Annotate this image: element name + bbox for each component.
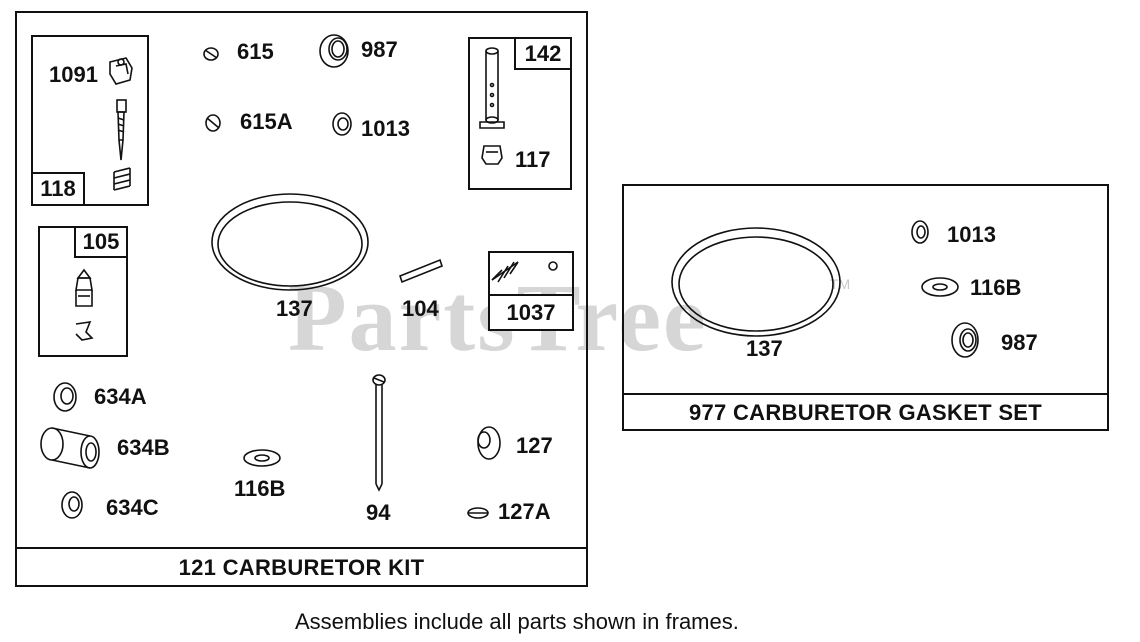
set-137-gasket-drawing (671, 227, 841, 337)
frame-142-number: 142 (514, 37, 572, 70)
part-116B-drawing (243, 449, 281, 467)
part-94-drawing (372, 374, 386, 492)
frame-105-number: 105 (74, 226, 128, 258)
label-1091: 1091 (49, 62, 98, 87)
set-116B-drawing (921, 277, 959, 297)
part-127-drawing (477, 426, 501, 460)
part-1013-drawing (332, 112, 352, 136)
frame-1037-number: 1037 (488, 294, 574, 331)
part-1037-drawing (491, 261, 558, 283)
set-label-987: 987 (1001, 330, 1038, 355)
gasket-set-title: 977 CARBURETOR GASKET SET (622, 393, 1109, 431)
part-105-drawing (75, 268, 94, 341)
part-634C-drawing (61, 491, 83, 519)
part-127A-drawing (467, 507, 489, 519)
part-634A-drawing (53, 382, 77, 412)
label-127A: 127A (498, 499, 551, 524)
part-needle-drawing (116, 99, 127, 161)
part-117-drawing (481, 145, 503, 165)
carburetor-kit-title: 121 CARBURETOR KIT (15, 547, 588, 587)
part-615A-drawing (205, 114, 221, 132)
set-label-137: 137 (746, 336, 783, 361)
part-987-drawing (319, 34, 349, 68)
footnote: Assemblies include all parts shown in fr… (295, 609, 739, 634)
part-137-gasket-drawing (211, 193, 369, 291)
part-634B-drawing (40, 427, 100, 469)
label-634A: 634A (94, 384, 147, 409)
set-label-1013: 1013 (947, 222, 996, 247)
part-1091-drawing (109, 57, 133, 85)
frame-118 (31, 35, 149, 206)
set-1013-drawing (911, 220, 929, 244)
set-label-116B: 116B (970, 275, 1022, 300)
label-116B: 116B (234, 476, 286, 501)
label-615A: 615A (240, 109, 293, 134)
label-104: 104 (402, 296, 439, 321)
gasket-set-frame (622, 184, 1109, 431)
label-634B: 634B (117, 435, 170, 460)
set-987-drawing (951, 322, 979, 358)
part-spring-118-drawing (113, 167, 131, 191)
label-127: 127 (516, 433, 553, 458)
label-94: 94 (366, 500, 391, 525)
label-987: 987 (361, 37, 398, 62)
label-117: 117 (515, 147, 551, 172)
label-615: 615 (237, 39, 274, 64)
label-137: 137 (276, 296, 313, 321)
part-142-tube-drawing (479, 47, 505, 129)
carburetor-kit-frame (15, 11, 588, 587)
part-615-drawing (203, 47, 219, 61)
part-104-drawing (399, 258, 443, 284)
label-1013: 1013 (361, 116, 410, 141)
frame-118-number: 118 (31, 172, 85, 206)
label-634C: 634C (106, 495, 159, 520)
